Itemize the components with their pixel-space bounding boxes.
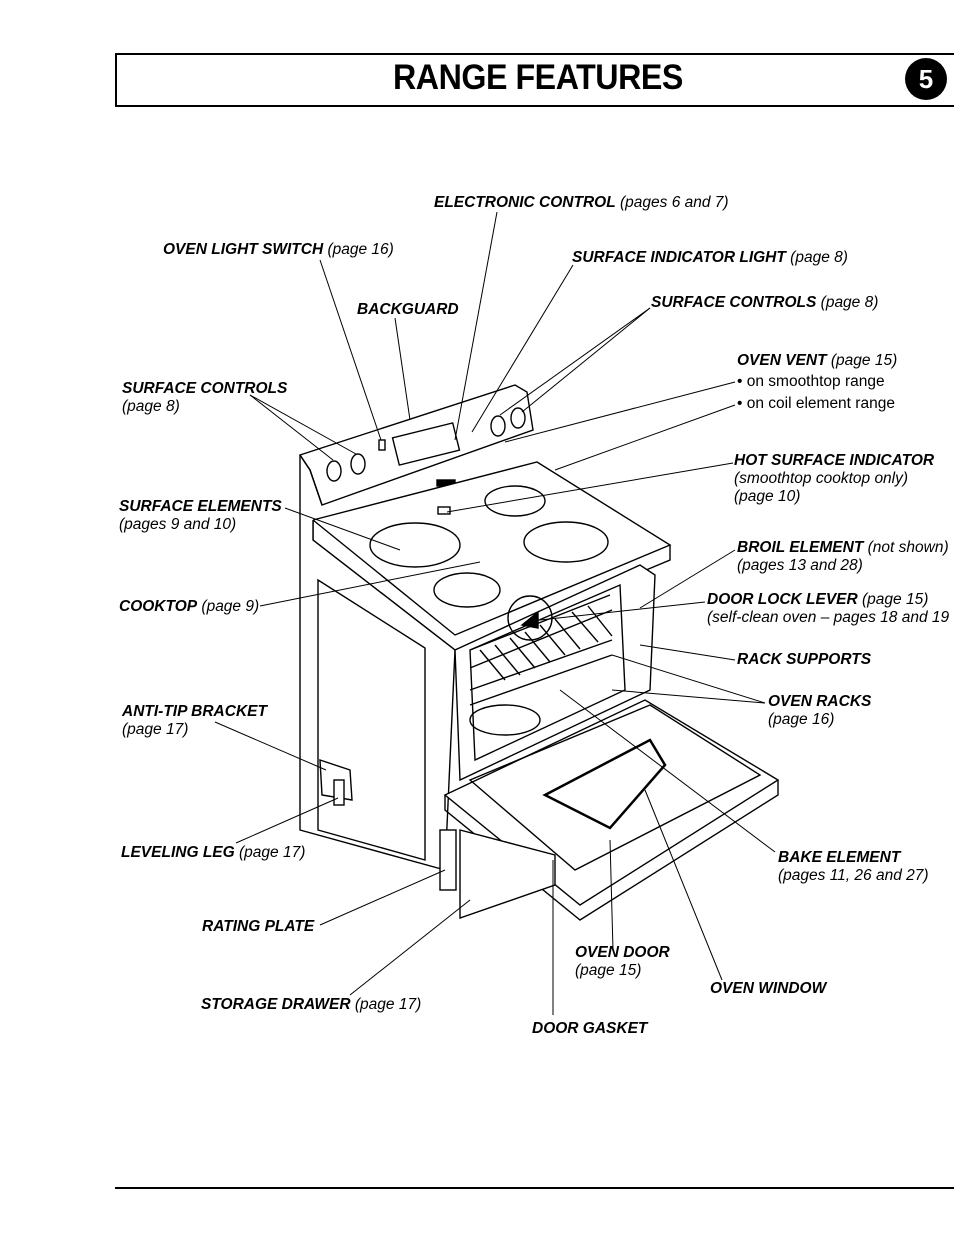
label-name: OVEN RACKS — [768, 693, 872, 710]
label-broil-element: BROIL ELEMENT (not shown) (pages 13 and … — [737, 539, 949, 575]
surface-control-knob — [510, 407, 526, 429]
label-name: OVEN VENT — [737, 352, 827, 369]
label-name: SURFACE ELEMENTS — [119, 498, 282, 515]
label-cooktop: COOKTOP (page 9) — [119, 598, 259, 616]
label-ref: (page 8) — [122, 398, 180, 415]
label-ref: (page 9) — [201, 598, 260, 615]
label-anti-tip-bracket: ANTI-TIP BRACKET (page 17) — [122, 703, 267, 739]
surface-element — [369, 522, 461, 568]
page-title: RANGE FEATURES — [393, 58, 683, 97]
label-name: OVEN LIGHT SWITCH — [163, 241, 324, 258]
label-ref: (page 17) — [354, 996, 422, 1013]
label-name: COOKTOP — [119, 598, 198, 615]
label-ref: (page 16) — [327, 241, 394, 258]
label-surface-controls-left: SURFACE CONTROLS (page 8) — [122, 380, 287, 416]
surface-element — [433, 572, 501, 608]
label-name: DOOR LOCK LEVER — [707, 591, 858, 608]
header-frame — [115, 53, 954, 107]
label-name: BAKE ELEMENT — [778, 849, 901, 866]
label-door-gasket: DOOR GASKET — [532, 1020, 647, 1038]
rating-plate — [439, 829, 457, 891]
oven-light-switch — [378, 439, 386, 451]
label-note: (not shown) — [867, 539, 949, 556]
label-name: BACKGUARD — [357, 301, 459, 318]
label-oven-door: OVEN DOOR (page 15) — [575, 944, 670, 980]
surface-element — [523, 521, 609, 563]
label-name: RATING PLATE — [202, 918, 315, 935]
label-rating-plate: RATING PLATE — [202, 918, 314, 936]
footer-rule — [115, 1187, 954, 1189]
label-rack-supports: RACK SUPPORTS — [737, 651, 871, 669]
label-oven-light-switch: OVEN LIGHT SWITCH (page 16) — [163, 241, 394, 259]
label-ref: (page 8) — [820, 294, 879, 311]
label-name: RACK SUPPORTS — [737, 651, 872, 668]
label-ref: (page 8) — [790, 249, 848, 266]
label-name: LEVELING LEG — [121, 844, 235, 861]
label-name: BROIL ELEMENT — [737, 539, 864, 556]
label-ref: (page 10) — [734, 488, 801, 505]
label-name: OVEN DOOR — [575, 944, 670, 961]
surface-element — [484, 485, 546, 517]
label-surface-elements: SURFACE ELEMENTS (pages 9 and 10) — [119, 498, 282, 534]
oven-vent-item: • on coil element range — [737, 395, 895, 412]
label-ref: (pages 13 and 28) — [737, 557, 863, 574]
label-hot-surface-indicator: HOT SURFACE INDICATOR (smoothtop cooktop… — [734, 452, 934, 506]
label-ref: (pages 9 and 10) — [119, 516, 237, 533]
label-ref: (page 16) — [768, 711, 835, 728]
label-name: SURFACE INDICATOR LIGHT — [572, 249, 786, 266]
leveling-leg — [333, 779, 345, 806]
label-bake-element: BAKE ELEMENT (pages 11, 26 and 27) — [778, 849, 929, 885]
label-oven-vent: OVEN VENT (page 15) • on smoothtop range… — [737, 352, 897, 413]
label-surface-controls-right: SURFACE CONTROLS (page 8) — [651, 294, 878, 312]
label-ref: (smoothtop cooktop only) — [734, 470, 909, 487]
label-ref: (page 15) — [862, 591, 929, 608]
label-oven-racks: OVEN RACKS (page 16) — [768, 693, 871, 729]
label-ref: (page 17) — [122, 721, 189, 738]
label-name: ELECTRONIC CONTROL — [434, 194, 616, 211]
label-ref: (self-clean oven – pages 18 and 19 — [707, 609, 950, 626]
page-number-badge: 5 — [905, 58, 947, 100]
oven-window — [542, 738, 667, 830]
label-name: SURFACE CONTROLS — [122, 380, 288, 397]
label-door-lock-lever: DOOR LOCK LEVER (page 15) (self-clean ov… — [707, 591, 949, 627]
label-ref: (page 15) — [575, 962, 642, 979]
bake-element — [469, 704, 541, 736]
label-name: HOT SURFACE INDICATOR — [734, 452, 935, 469]
oven-rack — [469, 594, 613, 706]
label-ref: (pages 6 and 7) — [620, 194, 729, 211]
label-oven-window: OVEN WINDOW — [710, 980, 826, 998]
label-name: SURFACE CONTROLS — [651, 294, 817, 311]
label-electronic-control: ELECTRONIC CONTROL (pages 6 and 7) — [434, 194, 729, 212]
label-ref: (page 17) — [239, 844, 306, 861]
label-leveling-leg: LEVELING LEG (page 17) — [121, 844, 305, 862]
label-name: OVEN WINDOW — [710, 980, 827, 997]
range-body — [298, 384, 780, 921]
surface-control-knob — [350, 453, 366, 475]
door-lock-lever-highlight — [507, 595, 553, 641]
oven-vent-item-text: on coil element range — [746, 395, 895, 412]
surface-control-knob — [490, 415, 506, 437]
label-name: DOOR GASKET — [532, 1020, 648, 1037]
oven-cavity — [454, 564, 656, 782]
label-ref: (page 15) — [830, 352, 898, 369]
label-name: STORAGE DRAWER — [201, 996, 351, 1013]
label-storage-drawer: STORAGE DRAWER (page 17) — [201, 996, 421, 1014]
leader-lines — [214, 211, 776, 1015]
storage-drawer — [459, 829, 556, 919]
oven-vent-item: • on smoothtop range — [737, 373, 885, 390]
label-name: ANTI-TIP BRACKET — [122, 703, 267, 720]
label-surface-indicator-light: SURFACE INDICATOR LIGHT (page 8) — [572, 249, 848, 267]
label-ref: (pages 11, 26 and 27) — [778, 867, 929, 884]
label-backguard: BACKGUARD — [357, 301, 459, 319]
hot-surface-indicator — [437, 506, 451, 515]
oven-vent-item-text: on smoothtop range — [746, 373, 885, 390]
surface-control-knob — [326, 460, 342, 482]
